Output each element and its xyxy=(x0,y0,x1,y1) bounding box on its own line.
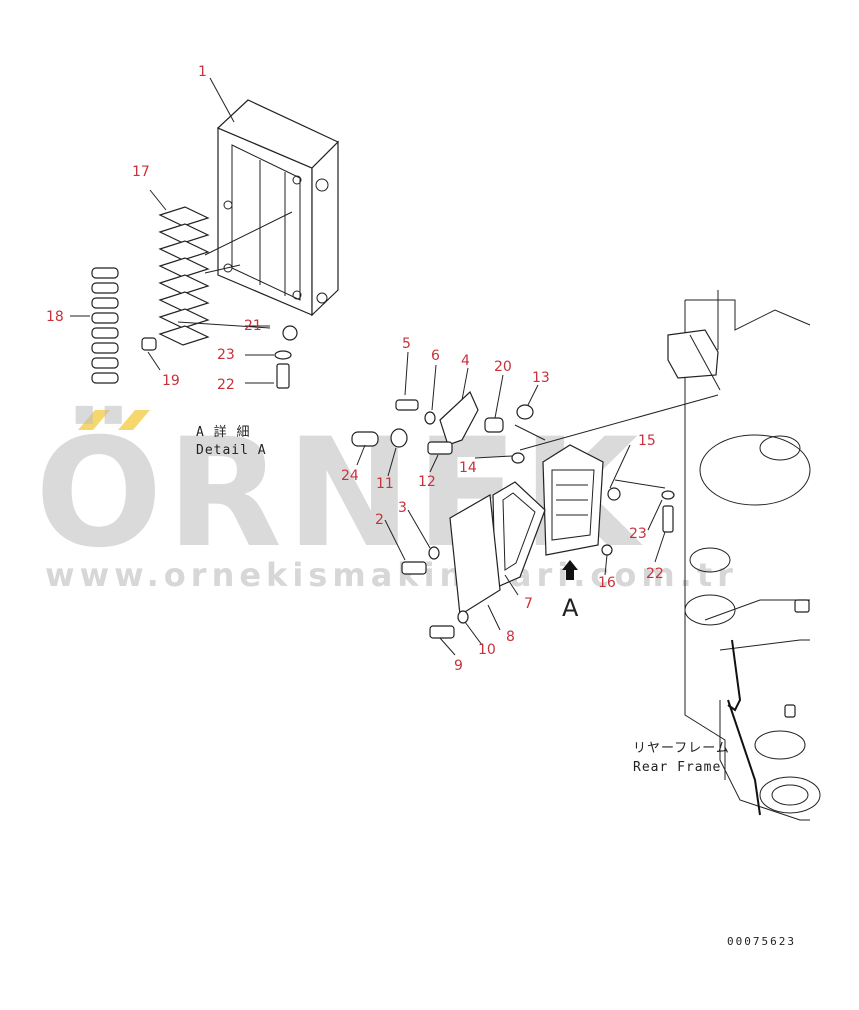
callout-17: 17 xyxy=(132,164,150,180)
callout-2: 2 xyxy=(375,512,384,528)
callout-1: 1 xyxy=(198,64,207,80)
callout-23-lower: 23 xyxy=(629,526,647,542)
callout-24: 24 xyxy=(341,468,359,484)
part-cartridge-column xyxy=(91,267,119,384)
callout-15: 15 xyxy=(638,433,656,449)
callout-18: 18 xyxy=(46,309,64,325)
callout-9: 9 xyxy=(454,658,463,674)
callout-16: 16 xyxy=(598,575,616,591)
leader-lines xyxy=(70,77,719,656)
part-fuse-stack xyxy=(158,206,210,346)
callout-23-upper: 23 xyxy=(217,347,235,363)
watermark-url: www.ornekismakinalari.com.tr xyxy=(45,556,738,594)
detail-label-en: Detail A xyxy=(196,443,267,458)
callout-22-lower: 22 xyxy=(646,566,664,582)
callout-12: 12 xyxy=(418,474,436,490)
part-middle-cluster xyxy=(351,390,675,639)
rear-frame-en: Rear Frame xyxy=(633,760,721,775)
callout-22-upper: 22 xyxy=(217,377,235,393)
callout-6: 6 xyxy=(431,348,440,364)
rear-frame-jp: リヤーフレーム xyxy=(633,741,730,756)
watermark-accent-left xyxy=(78,410,110,430)
detail-label-jp: A 詳 細 xyxy=(196,424,250,440)
callout-19: 19 xyxy=(162,373,180,389)
callout-10: 10 xyxy=(478,642,496,658)
callout-5: 5 xyxy=(402,336,411,352)
drawing-code: 00075623 xyxy=(727,935,796,948)
callout-20: 20 xyxy=(494,359,512,375)
part-hardware-upper xyxy=(141,325,298,389)
callout-13: 13 xyxy=(532,370,550,386)
callout-7: 7 xyxy=(524,596,533,612)
watermark: ÖRNEK www.ornekismakinalari.com.tr xyxy=(35,405,738,594)
callout-14: 14 xyxy=(459,460,477,476)
callout-8: 8 xyxy=(506,629,515,645)
callout-4: 4 xyxy=(461,353,470,369)
callout-21: 21 xyxy=(244,318,262,334)
callout-11: 11 xyxy=(376,476,394,492)
view-arrow-icon xyxy=(562,560,578,580)
part-box xyxy=(216,99,340,317)
watermark-accent-right xyxy=(118,410,150,430)
watermark-brand: ÖRNEK xyxy=(35,405,643,581)
part-rear-frame xyxy=(667,290,821,821)
callout-3: 3 xyxy=(398,500,407,516)
view-letter: A xyxy=(562,594,579,622)
callouts: 1 17 18 21 23 19 22 5 6 4 20 13 24 11 12… xyxy=(46,64,664,674)
